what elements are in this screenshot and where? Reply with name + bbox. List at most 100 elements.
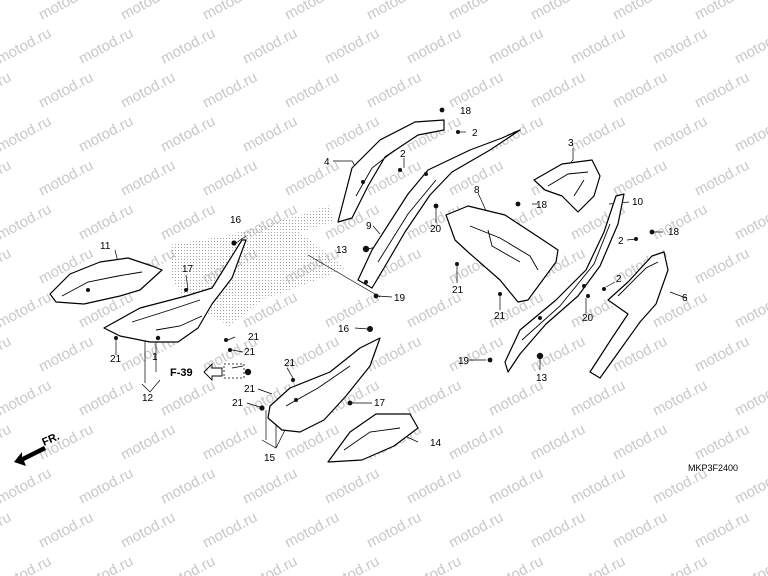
label-8: 8	[474, 185, 480, 196]
label-15: 15	[264, 453, 276, 464]
watermark-text: motod.ru	[610, 0, 670, 24]
watermark-text: motod.ru	[0, 245, 14, 288]
watermark-text: motod.ru	[528, 333, 588, 376]
part-6-right-cover	[589, 251, 669, 379]
part-4-grab-rail	[337, 119, 445, 223]
label-19: 19	[394, 293, 406, 304]
watermark-text: motod.ru	[200, 509, 260, 552]
watermark-text: motod.ru	[0, 465, 54, 508]
watermark-text: motod.ru	[732, 201, 768, 244]
watermark-text: motod.ru	[240, 553, 300, 576]
label-2: 2	[472, 128, 478, 139]
part-8-center-cover	[445, 205, 559, 303]
label-9: 9	[366, 221, 372, 232]
watermark-text: motod.ru	[240, 113, 300, 156]
watermark-text: motod.ru	[158, 553, 218, 576]
watermark-text: motod.ru	[364, 69, 424, 112]
label-2: 2	[400, 149, 406, 160]
label-16: 16	[230, 215, 242, 226]
watermark-text: motod.ru	[0, 289, 54, 332]
watermark-text: motod.ru	[158, 201, 218, 244]
watermark-text: motod.ru	[158, 113, 218, 156]
watermark-text: motod.ru	[568, 25, 628, 68]
label-6: 6	[682, 293, 688, 304]
watermark-text: motod.ru	[692, 421, 752, 464]
watermark-text: motod.ru	[610, 509, 670, 552]
label-21: 21	[232, 398, 244, 409]
watermark-text: motod.ru	[0, 69, 14, 112]
label-17: 17	[182, 264, 194, 275]
watermark-text: motod.ru	[610, 157, 670, 200]
watermark-text: motod.ru	[610, 421, 670, 464]
watermark-text: motod.ru	[282, 509, 342, 552]
watermark-text: motod.ru	[36, 157, 96, 200]
watermark-text: motod.ru	[446, 69, 506, 112]
watermark-text: motod.ru	[282, 69, 342, 112]
watermark-text: motod.ru	[0, 25, 54, 68]
watermark-text: motod.ru	[158, 377, 218, 420]
watermark-text: motod.ru	[36, 0, 96, 24]
watermark-text: motod.ru	[568, 377, 628, 420]
label-3: 3	[568, 138, 574, 149]
label-12: 12	[142, 393, 154, 404]
watermark-text: motod.ru	[0, 0, 14, 24]
watermark-text: motod.ru	[0, 333, 14, 376]
watermark-text: motod.ru	[200, 157, 260, 200]
watermark-text: motod.ru	[0, 553, 54, 576]
ref-label: F-39	[170, 367, 193, 379]
watermark-text: motod.ru	[486, 25, 546, 68]
watermark-text: motod.ru	[76, 201, 136, 244]
watermark-text: motod.ru	[240, 465, 300, 508]
label-21: 21	[244, 347, 256, 358]
watermark-text: motod.ru	[732, 113, 768, 156]
watermark-text: motod.ru	[118, 0, 178, 24]
watermark-text: motod.ru	[322, 289, 382, 332]
watermark-text: motod.ru	[36, 509, 96, 552]
part-12-undercover	[103, 239, 247, 343]
label-21: 21	[494, 311, 506, 322]
watermark-text: motod.ru	[650, 377, 710, 420]
label-1: 1	[152, 352, 158, 363]
watermark-text: motod.ru	[650, 113, 710, 156]
reference-marker: F-39	[170, 362, 245, 382]
watermark-text: motod.ru	[732, 377, 768, 420]
label-19: 19	[458, 356, 470, 367]
watermark-text: motod.ru	[486, 113, 546, 156]
watermark-text: motod.ru	[322, 465, 382, 508]
part-3-tail-housing	[533, 159, 601, 213]
watermark-text: motod.ru	[240, 25, 300, 68]
label-14: 14	[430, 438, 442, 449]
label-21: 21	[110, 354, 122, 365]
dashed-box	[223, 363, 245, 379]
label-21: 21	[248, 332, 260, 343]
watermark-text: motod.ru	[322, 553, 382, 576]
watermark-text: motod.ru	[732, 553, 768, 576]
watermark-text: motod.ru	[118, 509, 178, 552]
label-10: 10	[632, 197, 644, 208]
front-arrow-icon	[14, 446, 46, 466]
watermark-text: motod.ru	[404, 553, 464, 576]
label-18: 18	[460, 106, 472, 117]
part-14-lower-cowl	[327, 413, 419, 463]
watermark-text: motod.ru	[76, 553, 136, 576]
watermark-text: motod.ru	[200, 0, 260, 24]
watermark-text: motod.ru	[364, 0, 424, 24]
watermark-text: motod.ru	[322, 25, 382, 68]
watermark-text: motod.ru	[0, 421, 14, 464]
watermark-text: motod.ru	[0, 377, 54, 420]
watermark-text: motod.ru	[282, 157, 342, 200]
label-20: 20	[430, 224, 442, 235]
watermark-text: motod.ru	[36, 333, 96, 376]
watermark-text: motod.ru	[692, 157, 752, 200]
part-11-left-cover	[49, 257, 163, 305]
label-2: 2	[616, 274, 622, 285]
watermark-text: motod.ru	[650, 553, 710, 576]
watermark-text: motod.ru	[118, 69, 178, 112]
watermark-text: motod.ru	[200, 421, 260, 464]
label-18: 18	[536, 200, 548, 211]
watermark-text: motod.ru	[404, 465, 464, 508]
fasteners	[114, 107, 655, 411]
watermark-text: motod.ru	[158, 25, 218, 68]
watermark-text: motod.ru	[650, 25, 710, 68]
